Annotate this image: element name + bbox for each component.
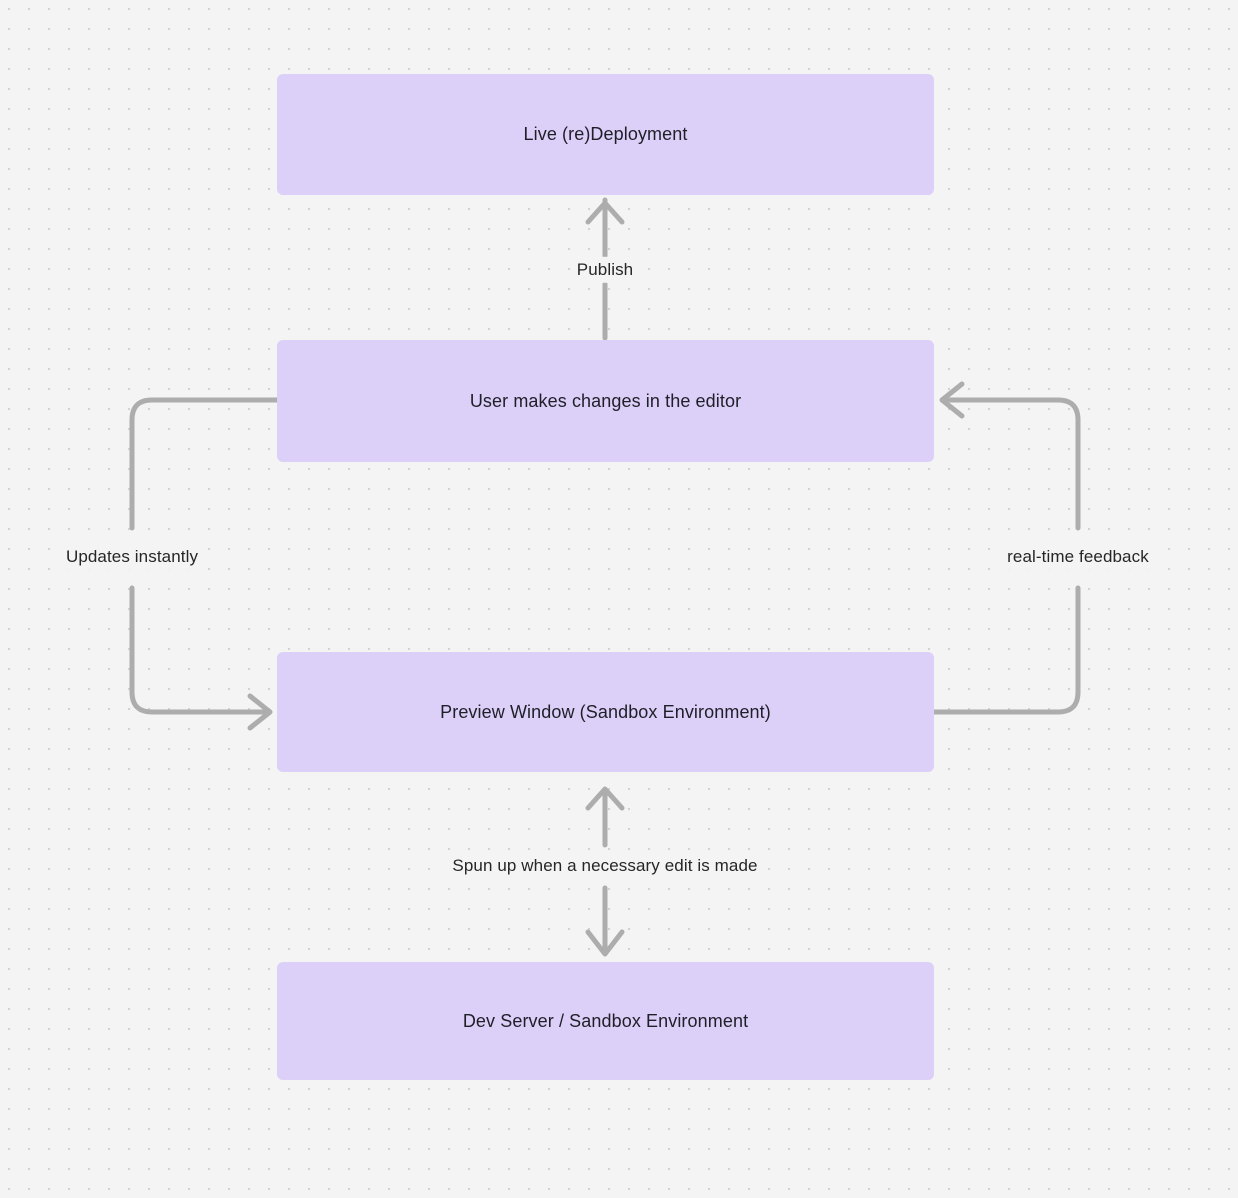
arrowhead-up-icon	[585, 200, 625, 225]
node-dev-server-label: Dev Server / Sandbox Environment	[462, 1010, 749, 1031]
node-preview-window-label: Preview Window (Sandbox Environment)	[440, 701, 771, 722]
arrowhead-up-icon	[585, 786, 625, 811]
node-preview-window[interactable]: Preview Window (Sandbox Environment)	[277, 652, 934, 772]
arrowhead-right-icon	[247, 693, 273, 731]
arrowhead-left-icon	[939, 381, 965, 419]
node-user-makes-changes[interactable]: User makes changes in the editor	[277, 340, 934, 462]
node-live-redeployment-label: Live (re)Deployment	[523, 124, 688, 145]
edge-spun-up-downward	[585, 885, 625, 957]
node-live-redeployment[interactable]: Live (re)Deployment	[277, 74, 934, 195]
edge-label-spun-up-when-edit-made: Spun up when a necessary edit is made	[446, 852, 764, 880]
edge-spun-up-upward	[585, 786, 625, 848]
arrowhead-down-icon	[585, 929, 625, 957]
node-user-makes-changes-label: User makes changes in the editor	[469, 390, 742, 411]
edge-label-publish: Publish	[570, 256, 640, 284]
edge-label-updates-instantly: Updates instantly	[59, 543, 205, 571]
edge-label-real-time-feedback: real-time feedback	[1001, 543, 1155, 571]
node-dev-server[interactable]: Dev Server / Sandbox Environment	[277, 962, 934, 1080]
